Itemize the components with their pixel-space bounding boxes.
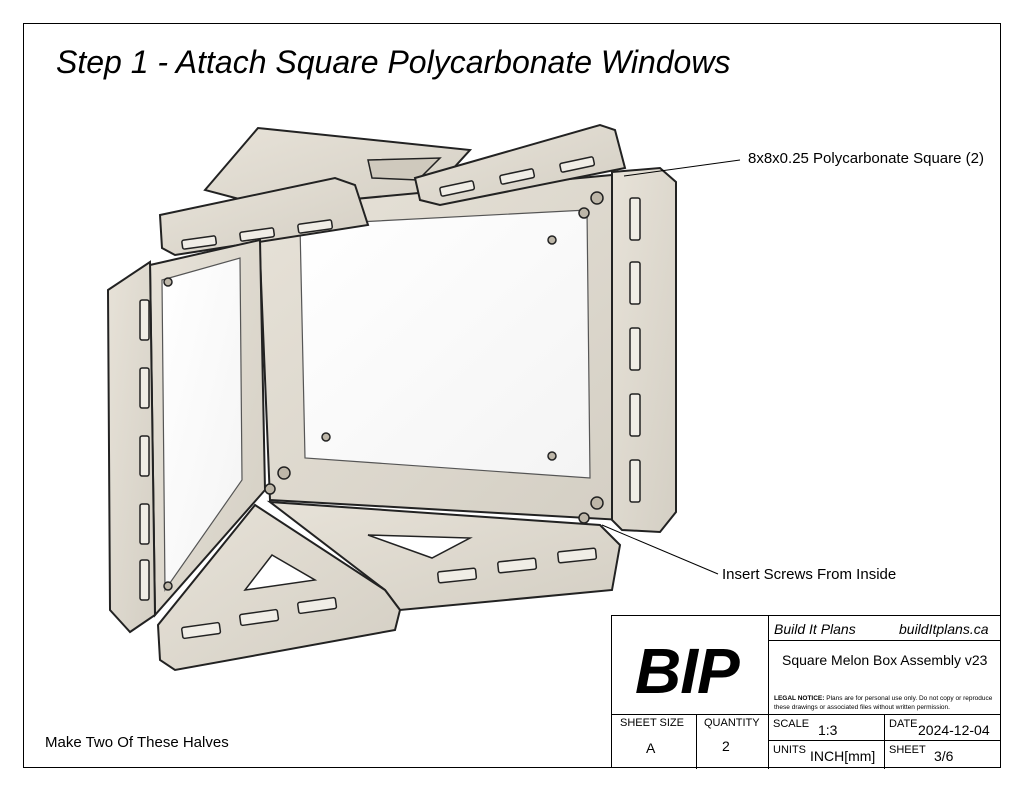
screws	[163, 191, 604, 591]
sheet-size-value: A	[646, 740, 656, 756]
units-value: INCH[mm]	[810, 748, 876, 764]
sheet-border	[23, 23, 1001, 768]
sheet-value: 3/6	[934, 748, 954, 764]
left-window	[161, 257, 243, 592]
sheet-label: SHEET	[889, 744, 926, 756]
company-name: Build It Plans	[774, 621, 856, 637]
polycarbonate-callout: 8x8x0.25 Polycarbonate Square (2)	[748, 150, 984, 167]
quantity-label: QUANTITY	[704, 717, 760, 729]
screws-callout: Insert Screws From Inside	[722, 566, 897, 583]
right-rail-slots	[629, 197, 641, 503]
date-label: DATE	[889, 718, 918, 730]
bottom-right-slot	[367, 534, 473, 559]
bottom-left-slot	[243, 554, 318, 592]
company-website: buildItplans.ca	[899, 621, 989, 637]
title-block: BIP Build It Plans buildItplans.ca Squar…	[611, 615, 1001, 769]
step-title: Step 1 - Attach Square Polycarbonate Win…	[56, 44, 731, 80]
drawing-title: Square Melon Box Assembly v23	[782, 652, 988, 668]
scale-label: SCALE	[773, 718, 810, 730]
halves-note: Make Two Of These Halves	[45, 734, 229, 751]
units-label: UNITS	[773, 744, 806, 756]
leader-screws	[601, 524, 719, 575]
right-window	[299, 209, 591, 479]
legal-notice: LEGAL NOTICE: Plans are for personal use…	[774, 695, 993, 711]
bip-logo: BIP	[635, 635, 740, 707]
sheet-size-label: SHEET SIZE	[620, 717, 684, 729]
scale-value: 1:3	[818, 722, 838, 738]
date-value: 2024-12-04	[918, 722, 990, 738]
quantity-value: 2	[722, 738, 730, 754]
leader-polycarbonate	[623, 159, 741, 177]
right-rail	[611, 166, 677, 534]
